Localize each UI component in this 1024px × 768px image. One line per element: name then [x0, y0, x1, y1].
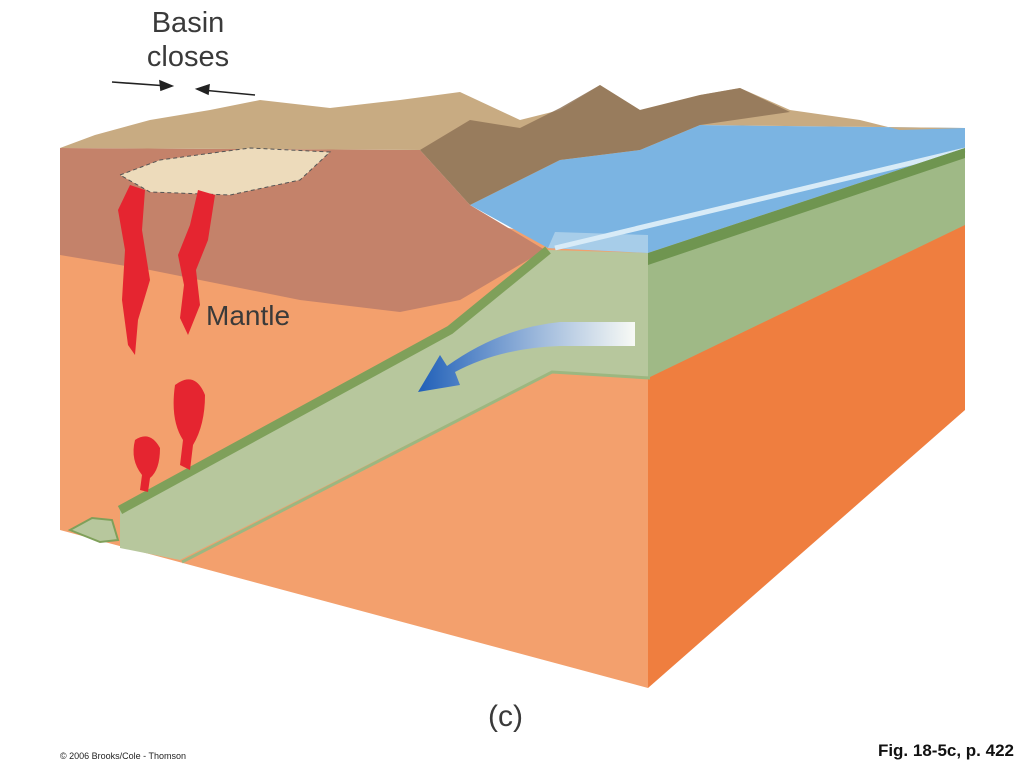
- figure-reference: Fig. 18-5c, p. 422: [877, 741, 1014, 760]
- basin-closes-arrows: [111, 79, 256, 96]
- subduction-direction-arrow: [418, 322, 635, 392]
- magma-diapir: [133, 436, 160, 492]
- basin-closes-label: Basin closes: [118, 6, 258, 74]
- subducting-slab: [120, 250, 648, 560]
- panel-label: (c): [488, 700, 523, 733]
- mantle-label: Mantle: [206, 300, 291, 331]
- slab-upper-edge: [117, 246, 551, 514]
- volcanic-peaks: [420, 85, 790, 205]
- magma-intrusion: [178, 190, 215, 335]
- oceanic-plate-side: [648, 148, 965, 378]
- ocean-surface: [470, 125, 965, 253]
- basin-label-line1: Basin: [151, 7, 225, 39]
- basin-label-line2: closes: [146, 41, 230, 73]
- copyright-text: © 2006 Brooks/Cole - Thomson: [60, 751, 187, 761]
- slab-fragment: [67, 516, 120, 544]
- slab-lower-edge: [181, 370, 651, 564]
- magma-diapir: [173, 379, 205, 470]
- magma-intrusion: [118, 185, 150, 355]
- ocean-front-face: [548, 232, 648, 253]
- closing-basin: [118, 147, 332, 196]
- trench-line: [554, 147, 966, 251]
- oceanic-plate-side-edge: [648, 148, 965, 265]
